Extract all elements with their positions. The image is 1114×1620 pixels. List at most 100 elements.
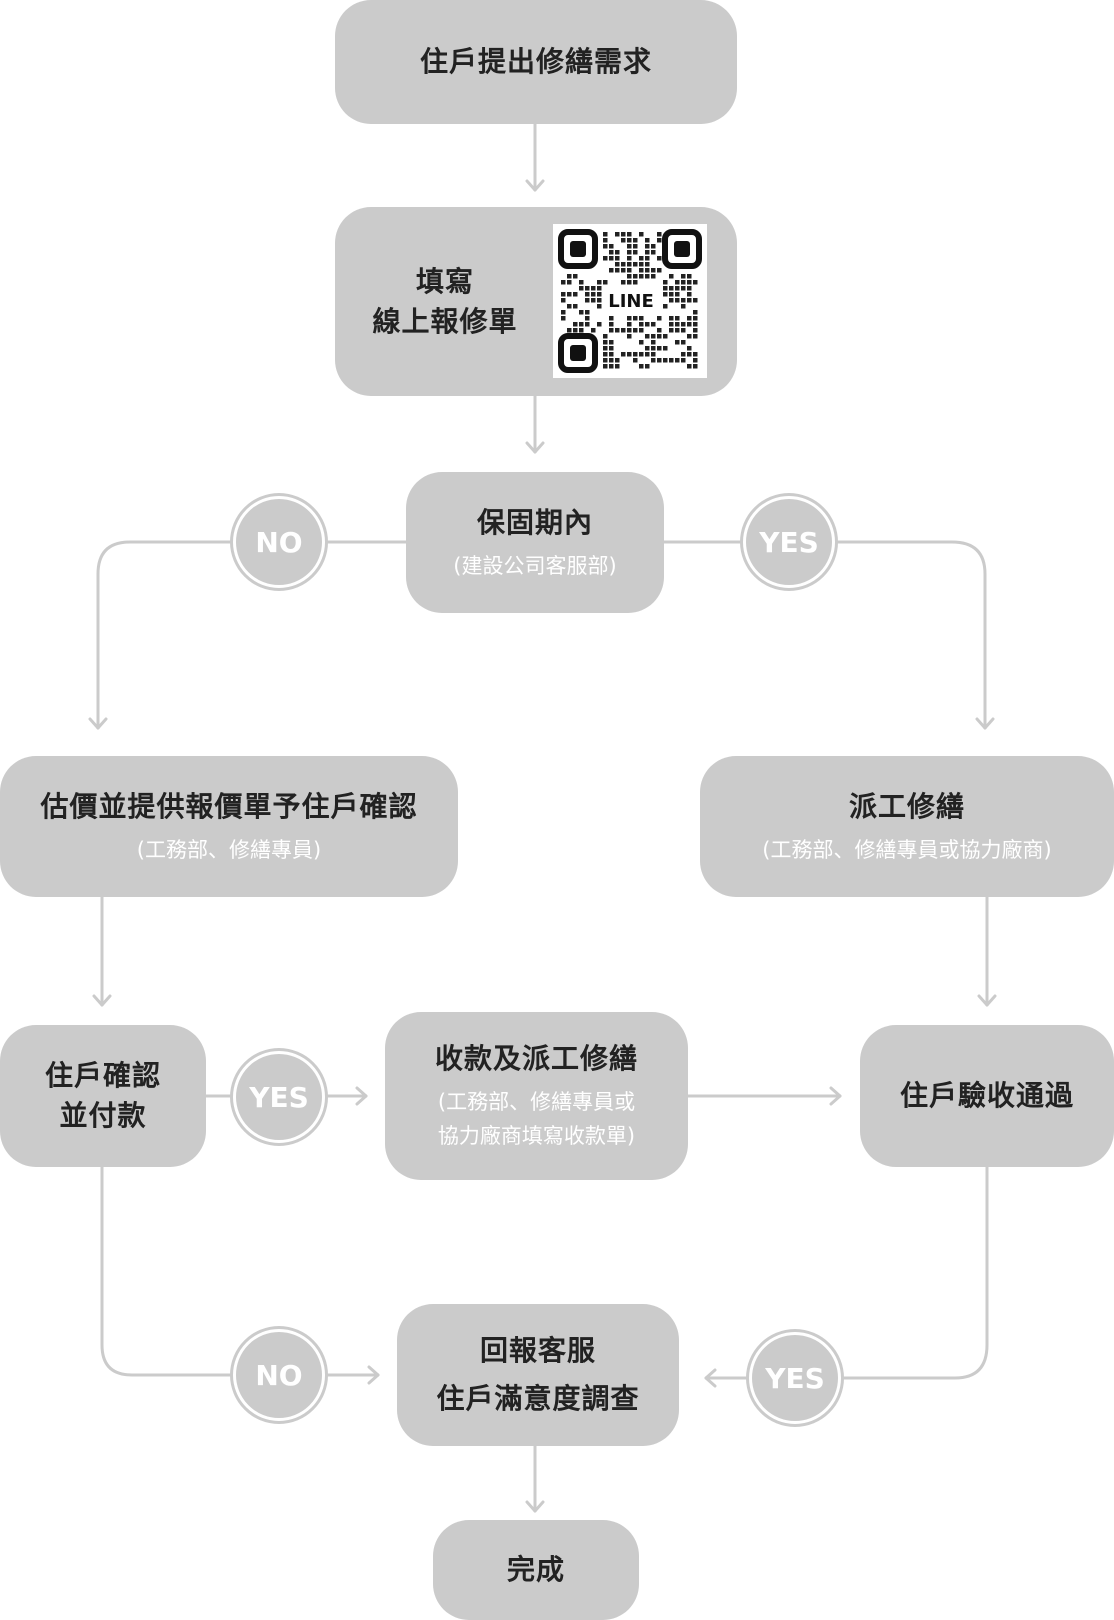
qr-module	[663, 304, 668, 309]
qr-module	[675, 328, 680, 333]
qr-module	[639, 256, 644, 261]
qr-module	[669, 328, 674, 333]
qr-module	[615, 364, 620, 369]
qr-module	[567, 328, 572, 333]
qr-module	[627, 238, 632, 243]
qr-module	[663, 280, 668, 285]
qr-module	[603, 334, 608, 339]
qr-module	[663, 292, 668, 297]
qr-module	[597, 292, 602, 297]
qr-module	[603, 280, 608, 285]
qr-module	[627, 256, 632, 261]
node-online-form-title-line1: 填寫	[415, 264, 474, 298]
qr-module	[657, 316, 662, 321]
qr-module	[657, 268, 662, 273]
qr-module	[645, 346, 650, 351]
qr-module	[651, 358, 656, 363]
qr-module	[675, 298, 680, 303]
qr-module	[633, 358, 638, 363]
qr-module	[615, 268, 620, 273]
qr-module	[609, 244, 614, 249]
qr-module	[639, 274, 644, 279]
qr-module	[645, 268, 650, 273]
qr-module	[627, 334, 632, 339]
qr-module	[663, 346, 668, 351]
node-survey-title-line1: 回報客服	[479, 1334, 596, 1367]
qr-module	[573, 322, 578, 327]
qr-module	[621, 328, 626, 333]
qr-module	[639, 232, 644, 237]
qr-module	[657, 256, 662, 261]
arrowhead-collect-to-inspection	[829, 1086, 842, 1106]
qr-module	[681, 280, 686, 285]
qr-module	[603, 364, 608, 369]
qr-module	[693, 328, 698, 333]
qr-module	[573, 328, 578, 333]
qr-module	[663, 334, 668, 339]
arrowhead-dispatch-to-inspection	[977, 994, 997, 1007]
qr-module	[687, 298, 692, 303]
qr-module	[651, 346, 656, 351]
qr-module	[639, 262, 644, 267]
node-dispatch-title: 派工修繕	[848, 789, 965, 823]
qr-module	[669, 316, 674, 321]
qr-module	[621, 232, 626, 237]
qr-module	[669, 286, 674, 291]
badge-pay-yes: YES	[233, 1051, 325, 1143]
node-confirm-pay-title-line2: 並付款	[59, 1099, 147, 1132]
qr-module	[597, 286, 602, 291]
node-collect-dispatch-subtitle-line2: 協力廠商填寫收款單)	[437, 1124, 636, 1148]
qr-module	[603, 238, 608, 243]
qr-module	[609, 358, 614, 363]
qr-module	[591, 328, 596, 333]
node-online-form-text: 填寫 線上報修單	[335, 262, 555, 342]
qr-module	[567, 274, 572, 279]
qr-module	[651, 250, 656, 255]
arrowhead-confirm-no	[367, 1365, 380, 1385]
node-warranty: 保固期內 (建設公司客服部)	[406, 472, 664, 613]
qr-module	[585, 316, 590, 321]
qr-module	[591, 298, 596, 303]
qr-module	[561, 298, 566, 303]
qr-module	[675, 280, 680, 285]
qr-module	[597, 304, 602, 309]
qr-module	[621, 352, 626, 357]
qr-module	[639, 364, 644, 369]
qr-module	[687, 364, 692, 369]
node-online-form: 填寫 線上報修單 LINE	[335, 207, 737, 396]
arrowhead-estimate-to-confirm	[92, 994, 112, 1007]
qr-module	[687, 334, 692, 339]
qr-module	[657, 334, 662, 339]
arrowhead-request-to-form	[525, 179, 545, 192]
qr-module	[633, 280, 638, 285]
arrowhead-survey-to-done	[525, 1500, 545, 1513]
qr-module	[681, 328, 686, 333]
qr-module	[603, 244, 608, 249]
qr-module	[585, 322, 590, 327]
qr-module	[633, 316, 638, 321]
node-done-title: 完成	[506, 1553, 565, 1586]
qr-module	[627, 316, 632, 321]
arrow-inspection-yes	[704, 1165, 989, 1380]
qr-module	[669, 292, 674, 297]
qr-module	[669, 322, 674, 327]
qr-module	[639, 340, 644, 345]
qr-module	[657, 358, 662, 363]
node-warranty-title: 保固期內	[476, 505, 593, 539]
qr-module	[663, 358, 668, 363]
qr-module	[645, 334, 650, 339]
qr-module	[627, 250, 632, 255]
qr-module	[639, 322, 644, 327]
arrowhead-warranty-no	[88, 717, 108, 730]
qr-module	[579, 286, 584, 291]
qr-module	[615, 358, 620, 363]
qr-module	[561, 310, 566, 315]
qr-module	[675, 322, 680, 327]
qr-module	[681, 358, 686, 363]
qr-module	[675, 286, 680, 291]
qr-module	[651, 334, 656, 339]
qr-module	[633, 328, 638, 333]
node-warranty-subtitle: (建設公司客服部)	[453, 553, 617, 578]
qr-module	[603, 232, 608, 237]
node-estimate-subtitle: (工務部、修繕專員)	[136, 837, 322, 862]
